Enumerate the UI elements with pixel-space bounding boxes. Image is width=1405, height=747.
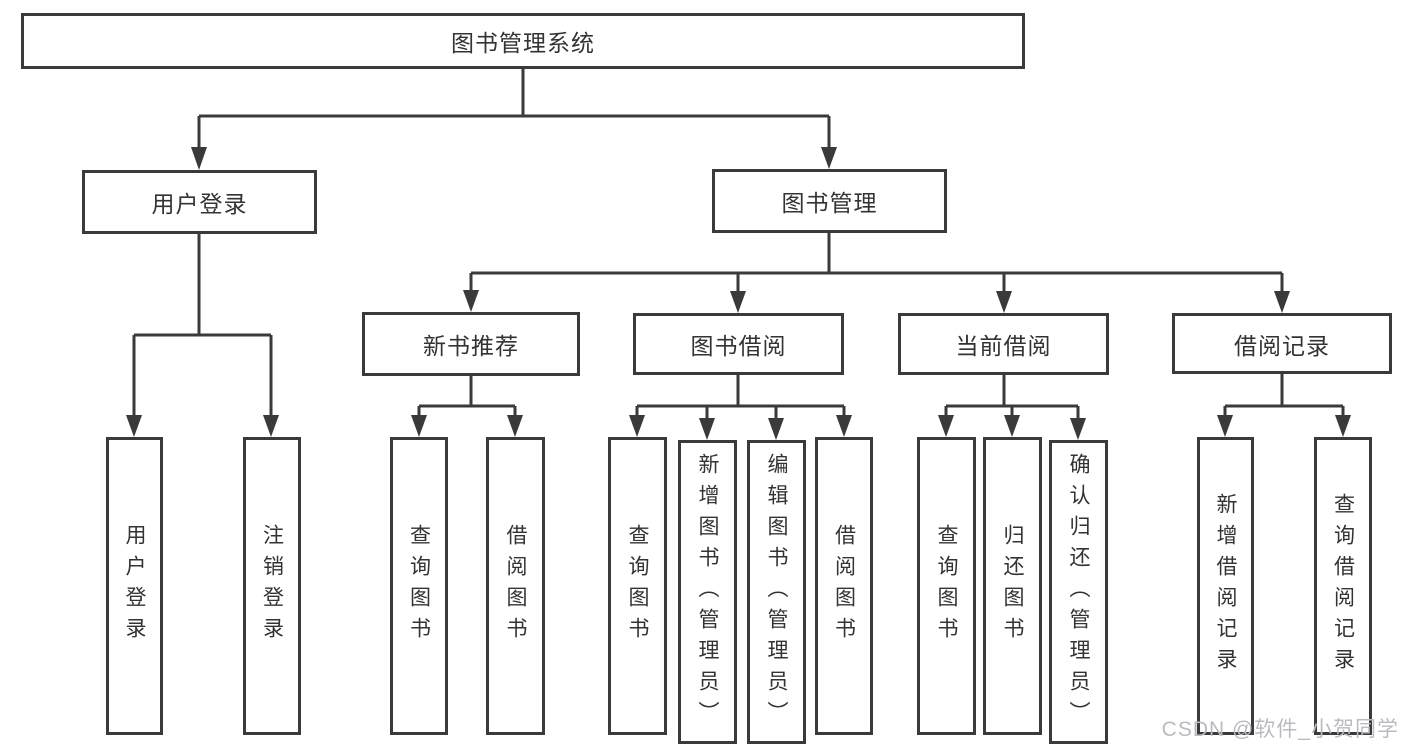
arrow-down <box>191 147 207 170</box>
arrow-down <box>1070 418 1086 440</box>
arrow-down <box>1274 291 1290 313</box>
arrow-down <box>996 291 1012 313</box>
arrow-down <box>768 418 784 440</box>
arrow-down <box>1004 415 1020 437</box>
arrow-down <box>463 290 479 312</box>
arrow-down <box>1335 415 1351 437</box>
node-user-login: 用户登录 <box>82 170 317 234</box>
leaf-borrow-books-1: 借阅图书 <box>486 437 545 735</box>
leaf-query-books-2: 查询图书 <box>608 437 667 735</box>
connector-borrowrecords-to-leaves <box>1217 374 1351 437</box>
arrow-down <box>821 147 837 169</box>
arrow-down <box>699 418 715 440</box>
connector-userlogin-to-leaves <box>126 234 279 437</box>
node-book-management: 图书管理 <box>712 169 947 233</box>
arrow-down <box>836 415 852 437</box>
node-root-title: 图书管理系统 <box>21 13 1025 69</box>
csdn-watermark: CSDN @软件_小贺同学 <box>1161 718 1399 741</box>
leaf-edit-book-admin: 编辑图书（管理员） <box>747 440 806 744</box>
connector-currentborrow-to-leaves <box>938 375 1086 440</box>
leaf-borrow-books-2: 借阅图书 <box>815 437 873 735</box>
leaf-return-book: 归还图书 <box>983 437 1042 735</box>
arrow-down <box>263 415 279 437</box>
connector-root-to-level2 <box>191 69 837 170</box>
leaf-user-login: 用户登录 <box>106 437 163 735</box>
leaf-add-book-admin: 新增图书（管理员） <box>678 440 737 744</box>
connector-newbooks-to-leaves <box>411 376 523 437</box>
leaf-query-books-1: 查询图书 <box>390 437 448 735</box>
arrow-down <box>938 415 954 437</box>
leaf-query-books-3: 查询图书 <box>917 437 976 735</box>
node-borrow-records: 借阅记录 <box>1172 313 1392 374</box>
arrow-down <box>507 415 523 437</box>
arrow-down <box>126 415 142 437</box>
node-book-borrow: 图书借阅 <box>633 313 844 375</box>
node-current-borrow: 当前借阅 <box>898 313 1109 375</box>
connector-bookmgmt-to-level3 <box>463 233 1290 313</box>
leaf-add-borrow-record: 新增借阅记录 <box>1197 437 1254 735</box>
leaf-logout: 注销登录 <box>243 437 301 735</box>
arrow-down <box>411 415 427 437</box>
arrow-down <box>629 415 645 437</box>
leaf-confirm-return-admin: 确认归还（管理员） <box>1049 440 1108 744</box>
leaf-query-borrow-record: 查询借阅记录 <box>1314 437 1372 735</box>
node-new-book-recommend: 新书推荐 <box>362 312 580 376</box>
arrow-down <box>730 291 746 313</box>
arrow-down <box>1217 415 1233 437</box>
connector-bookborrow-to-leaves <box>629 375 852 440</box>
